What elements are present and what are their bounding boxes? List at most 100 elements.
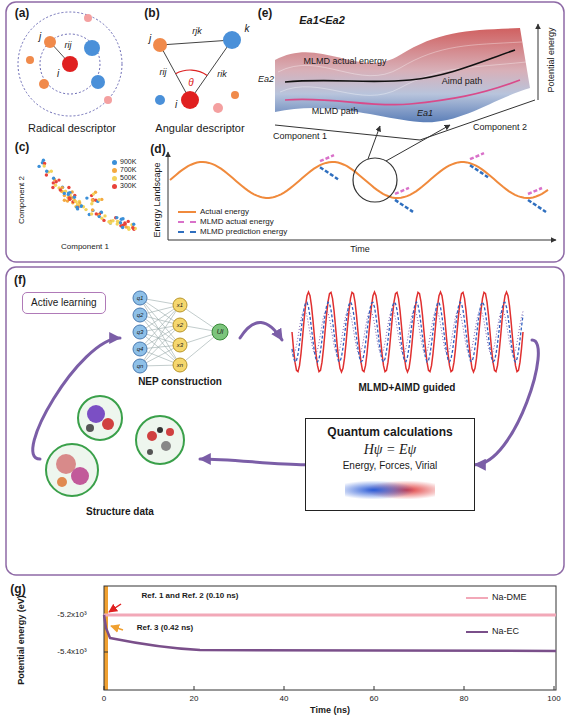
scatter-point [95,212,98,215]
label-text: x1 [177,302,183,309]
scatter-point [124,222,127,225]
scatter-plot [37,159,137,231]
label-text: 60 [370,695,379,704]
label-text: 80 [460,695,469,704]
legend-text: 900K [120,158,136,166]
input-neuron [133,359,147,373]
label-text: Ea1<Ea2 [299,14,345,26]
label-text: j [39,31,41,42]
label-text: j [149,33,151,44]
label-text: (f) [14,274,26,287]
legend-text: Actual energy [200,208,249,217]
label-text: qn [137,363,144,370]
cycle-arrow [200,459,305,465]
label-text: q4 [137,346,144,353]
mlmd-actual-segment [395,188,409,194]
node-text: Active learning [31,297,97,309]
label-text: rjk [192,27,202,37]
label-text: -5.4x10³ [57,648,86,657]
scatter-point [115,216,118,219]
scatter-point [52,177,55,180]
scatter-point [91,198,94,201]
stage-region: Structure data [40,398,200,520]
label-text: Ui [217,328,224,336]
scatter-point [116,222,119,225]
node-text: NEP construction [138,376,222,388]
legend-line [466,631,488,633]
mlmd-actual-segment [470,153,484,159]
aimd-wave [292,292,523,372]
input-neuron [133,325,147,339]
process-box: Quantum calculationsHψ = EψEnergy, Force… [305,418,475,511]
scatter-point [63,192,66,195]
label-text: rik [217,70,227,80]
scatter-point [119,221,122,224]
legend-swatch [112,168,117,173]
label-text: (g) [10,583,25,596]
label-text: Aimd path [442,77,483,87]
scatter-point [121,226,124,229]
scatter-point [37,165,40,168]
legend-swatch [112,184,117,189]
actual-energy-curve [170,162,548,198]
cycle-arrow [240,322,282,340]
scatter-point [127,228,130,231]
label-text: 100 [547,695,560,704]
scatter-point [76,202,79,205]
structure-molecules [46,396,184,496]
legend-text: Na-EC [492,627,519,637]
scatter-point [90,202,93,205]
label-text: (e) [258,7,273,20]
label-text: 20 [190,695,199,704]
node-text: Energy, Forces, Virial [343,460,438,472]
orbital-blob [345,476,435,504]
mlmd-actual-segment [320,155,334,161]
hidden-neuron [173,318,187,332]
label-text: Ref. 1 and Ref. 2 (0.10 ns) [142,592,239,601]
label-text: 40 [280,695,289,704]
node-text: Structure data [86,506,154,518]
label-text: q1 [137,295,144,302]
label-text: Time [350,245,370,255]
cycle-arrow [475,340,538,465]
label-text: (a) [15,7,30,20]
label-text: (c) [15,141,30,154]
label-text: rij [160,68,167,78]
scatter-point [85,196,88,199]
scatter-point [84,208,87,211]
scatter-point [55,180,58,183]
mlmd-wave [292,302,523,362]
node-text: Quantum calculations [327,426,452,440]
scatter-point [120,218,123,221]
label-text: x2 [177,322,183,329]
legend-text: 700K [120,166,136,174]
cycle-arrow [33,338,120,459]
label-text: i [57,68,59,79]
scatter-point [45,173,48,176]
scatter-point [67,193,70,196]
input-neuron [133,342,147,356]
scatter-point [59,188,62,191]
label-text: Component 1 [61,243,109,252]
legend-text: 500K [120,174,136,182]
label-text: Ref. 3 (0.42 ns) [137,624,193,633]
node-text: MLMD+AIMD guided [359,382,456,394]
legend-line [466,597,488,599]
label-text: Time (ns) [310,706,350,716]
guided-wave [292,310,523,354]
energy-landscape-plot [168,152,556,240]
scatter-point [91,209,94,212]
label-text: θ [188,77,193,88]
scatter-point [123,221,126,224]
scatter-point [127,220,130,223]
stage-region: NEP construction [120,286,240,390]
input-neuron [133,308,147,322]
neural-network [133,291,228,373]
mlmd-prediction-segment [470,165,488,177]
label-text: -5.2x10³ [57,611,86,620]
scatter-point [63,199,66,202]
label-text: q2 [137,312,144,319]
legend-line [178,221,196,223]
legend-line [178,211,196,213]
